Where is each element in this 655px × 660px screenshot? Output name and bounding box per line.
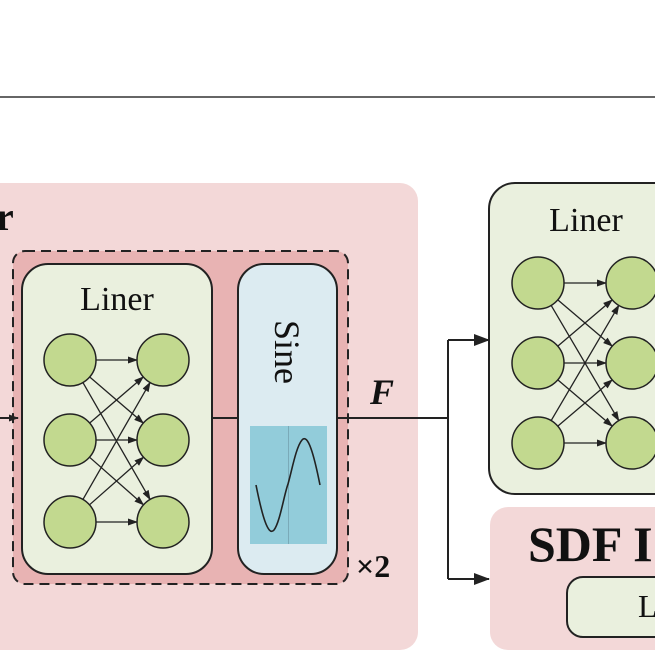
sdf-block: SDF I L [490, 507, 655, 650]
right-net-connection [557, 379, 613, 427]
right-neural-net [511, 256, 655, 470]
encoder-title-fragment: r [0, 194, 14, 239]
feature-label: F [369, 372, 394, 412]
sine-label: Sine [267, 320, 307, 384]
right-liner-label: Liner [549, 202, 623, 239]
sdf-inner-label-fragment: L [638, 588, 655, 624]
repeat-count-label: ×2 [356, 548, 390, 584]
encoder-net-connection [89, 376, 145, 424]
right-liner-block: Liner [488, 182, 655, 495]
neuron-icon [605, 256, 655, 310]
neuron-icon [43, 413, 97, 467]
encoder-liner-block: Liner [21, 263, 213, 575]
encoder-block: r Liner Sine ×2 [0, 183, 418, 650]
neuron-icon [511, 336, 565, 390]
right-net-connection [557, 299, 613, 347]
neuron-icon [511, 256, 565, 310]
neuron-icon [605, 336, 655, 390]
feature-connector: F [337, 334, 490, 585]
neuron-icon [511, 416, 565, 470]
neuron-icon [136, 333, 190, 387]
neuron-icon [43, 495, 97, 549]
sdf-title-fragment: SDF I [528, 516, 653, 572]
neuron-icon [43, 333, 97, 387]
sine-block: Sine [237, 263, 338, 575]
sdf-inner-liner-box [566, 576, 655, 638]
sine-curve [255, 437, 321, 533]
encoder-net-connection [89, 456, 145, 506]
encoder-liner-label: Liner [80, 281, 154, 318]
neuron-icon [136, 495, 190, 549]
encoder-net-connection [82, 381, 151, 500]
neuron-icon [605, 416, 655, 470]
sine-wave-icon [250, 426, 327, 544]
encoder-neural-net [43, 333, 190, 549]
right-net-connection [550, 304, 620, 421]
neuron-icon [136, 413, 190, 467]
